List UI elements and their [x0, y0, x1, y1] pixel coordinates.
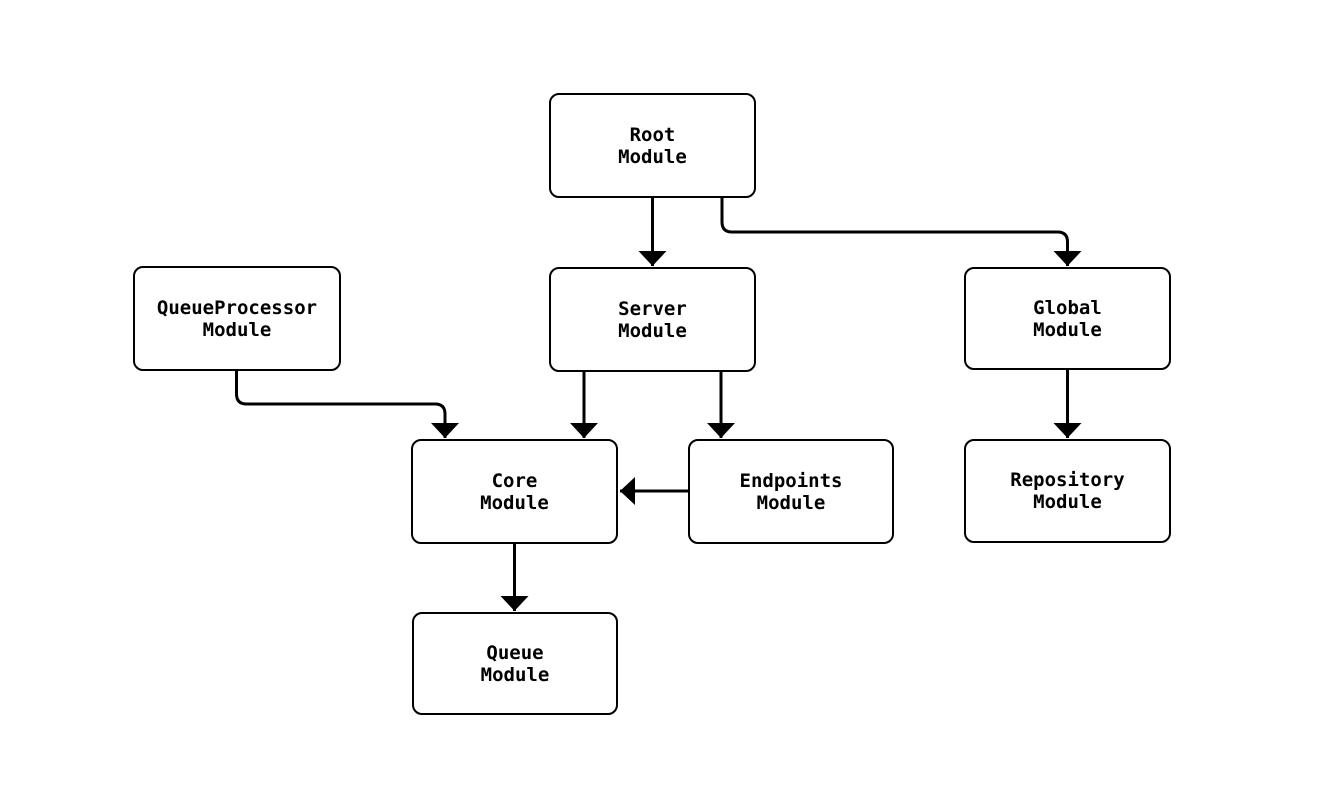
node-server-module: Server Module	[549, 267, 756, 372]
node-endpoints-module: Endpoints Module	[688, 439, 894, 544]
node-global-module: Global Module	[964, 267, 1171, 370]
edge-queue_processor-to-core	[235, 370, 459, 438]
node-server-module-label: Server Module	[618, 297, 687, 342]
node-repository-module: Repository Module	[964, 439, 1171, 543]
node-queueprocessor-module-label: QueueProcessor Module	[156, 296, 318, 341]
node-core-module-label: Core Module	[480, 469, 549, 514]
node-root-module: Root Module	[549, 93, 756, 198]
node-root-module-label: Root Module	[618, 123, 687, 168]
node-queue-module: Queue Module	[412, 612, 618, 715]
node-endpoints-module-label: Endpoints Module	[739, 469, 843, 514]
node-core-module: Core Module	[411, 439, 618, 544]
node-global-module-label: Global Module	[1033, 296, 1102, 341]
node-repository-module-label: Repository Module	[1010, 469, 1125, 513]
edge-root-to-global	[720, 197, 1082, 266]
node-queueprocessor-module: QueueProcessor Module	[133, 266, 341, 371]
node-queue-module-label: Queue Module	[480, 641, 550, 686]
